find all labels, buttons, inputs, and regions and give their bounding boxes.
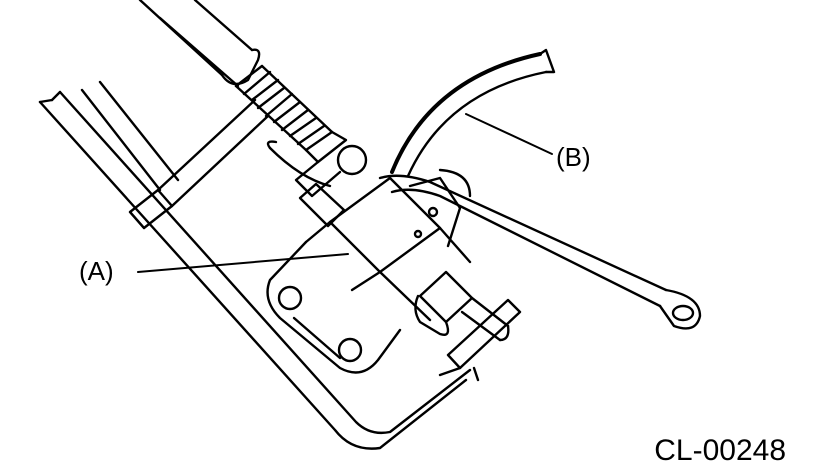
lever-bar xyxy=(378,168,702,330)
callout-leader-b xyxy=(465,113,553,155)
threaded-shaft xyxy=(234,64,348,164)
callout-label-b: (B) xyxy=(556,142,591,172)
clutch-cable xyxy=(390,48,556,178)
return-hook xyxy=(266,140,332,188)
wrench-handle xyxy=(138,0,261,88)
adjusting-cylinder xyxy=(414,270,510,342)
release-lever-bracket xyxy=(266,176,472,374)
figure-code: CL-00248 xyxy=(654,434,786,467)
frame-rail xyxy=(38,90,472,450)
upper-frame-member xyxy=(80,80,180,192)
lock-nut xyxy=(294,144,368,198)
callout-label-a: (A) xyxy=(79,256,114,286)
callout-leader-a xyxy=(137,253,349,273)
adjusting-bar xyxy=(128,98,270,230)
bracket-post xyxy=(438,298,522,382)
